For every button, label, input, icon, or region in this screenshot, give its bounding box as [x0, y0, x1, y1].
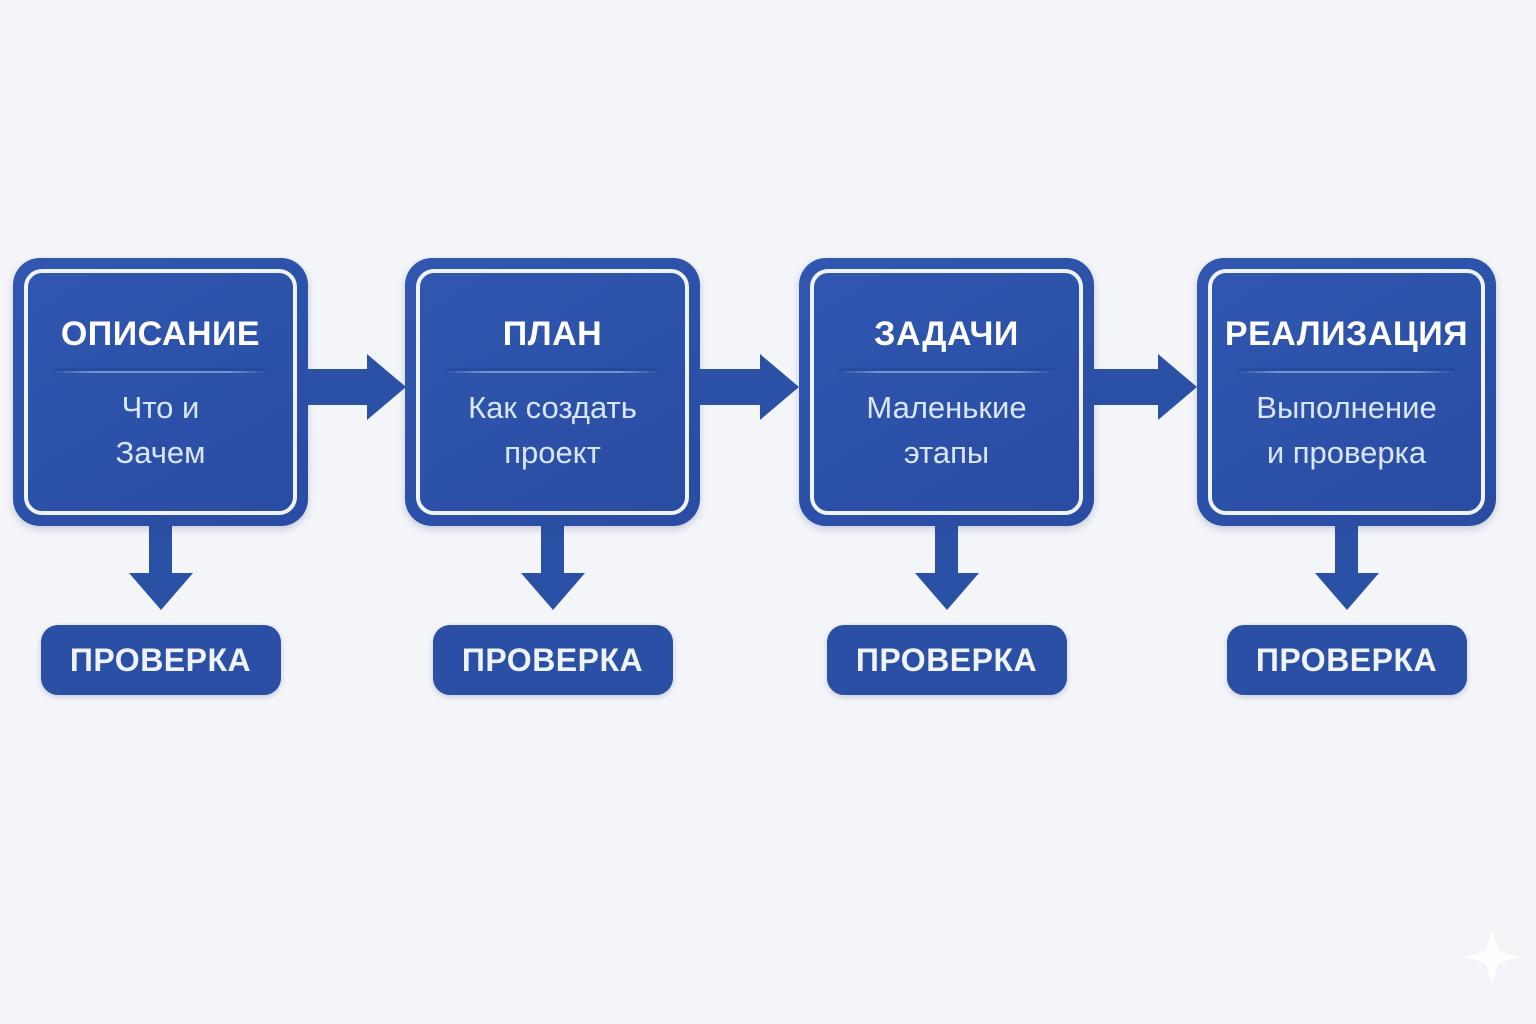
step-4-subtitle-line-2: и проверка — [1266, 435, 1427, 470]
arrow-right-shaft — [1094, 369, 1158, 405]
step-4: РЕАЛИЗАЦИЯ Выполнение и проверка ПРОВЕРК… — [1197, 258, 1496, 695]
arrow-down-head — [914, 573, 979, 610]
step-3-subtitle: Маленькие этапы — [799, 385, 1094, 475]
arrow-right-head — [760, 354, 799, 420]
step-1: ОПИСАНИЕ Что и Зачем ПРОВЕРКА — [13, 258, 308, 695]
step-1-box: ОПИСАНИЕ Что и Зачем — [13, 258, 308, 526]
arrow-right-icon — [700, 354, 799, 420]
step-3-title: ЗАДАЧИ — [874, 315, 1019, 353]
arrow-right-head — [1158, 354, 1197, 420]
title-divider — [54, 371, 267, 373]
step-3-subtitle-line-1: Маленькие — [866, 390, 1027, 425]
arrow-down-shaft — [149, 526, 172, 573]
arrow-down-head — [1314, 573, 1379, 610]
arrow-right-icon — [308, 354, 406, 420]
arrow-down-head — [128, 573, 193, 610]
title-divider — [446, 371, 659, 373]
step-3-box: ЗАДАЧИ Маленькие этапы — [799, 258, 1094, 526]
step-2: ПЛАН Как создать проект ПРОВЕРКА — [405, 258, 700, 695]
step-2-subtitle: Как создать проект — [405, 385, 700, 475]
step-2-subtitle-line-2: проект — [504, 435, 601, 470]
step-1-title: ОПИСАНИЕ — [60, 315, 261, 353]
step-1-subtitle-line-1: Что и — [121, 390, 200, 425]
step-2-check-badge: ПРОВЕРКА — [432, 625, 673, 695]
arrow-down-shaft — [935, 526, 958, 573]
title-divider — [1238, 371, 1455, 373]
arrow-down-icon — [1314, 526, 1379, 610]
arrow-down-icon — [128, 526, 193, 610]
step-4-box: РЕАЛИЗАЦИЯ Выполнение и проверка — [1197, 258, 1496, 526]
step-3-check-label: ПРОВЕРКА — [855, 641, 1038, 678]
arrow-down-icon — [914, 526, 979, 610]
step-1-subtitle: Что и Зачем — [13, 385, 308, 475]
step-2-check-label: ПРОВЕРКА — [461, 641, 644, 678]
arrow-right-shaft — [308, 369, 367, 405]
arrow-right-head — [367, 354, 406, 420]
arrow-down-shaft — [1335, 526, 1358, 573]
step-3-check-badge: ПРОВЕРКА — [826, 625, 1067, 695]
arrow-right-shaft — [700, 369, 760, 405]
step-2-box: ПЛАН Как создать проект — [405, 258, 700, 526]
step-1-subtitle-line-2: Зачем — [115, 435, 206, 470]
title-divider — [840, 371, 1053, 373]
arrow-right-icon — [1094, 354, 1197, 420]
sparkle-icon — [1464, 929, 1520, 985]
step-3: ЗАДАЧИ Маленькие этапы ПРОВЕРКА — [799, 258, 1094, 695]
step-4-check-label: ПРОВЕРКА — [1255, 641, 1438, 678]
step-1-check-badge: ПРОВЕРКА — [40, 625, 281, 695]
step-2-subtitle-line-1: Как создать — [468, 390, 637, 425]
step-4-subtitle-line-1: Выполнение — [1256, 390, 1437, 425]
step-3-subtitle-line-2: этапы — [903, 435, 990, 470]
step-4-subtitle: Выполнение и проверка — [1197, 385, 1496, 475]
arrow-down-icon — [520, 526, 585, 610]
step-2-title: ПЛАН — [502, 315, 603, 353]
arrow-down-shaft — [541, 526, 564, 573]
step-1-check-label: ПРОВЕРКА — [69, 641, 252, 678]
step-4-title: РЕАЛИЗАЦИЯ — [1224, 315, 1469, 353]
arrow-down-head — [520, 573, 585, 610]
step-4-check-badge: ПРОВЕРКА — [1226, 625, 1467, 695]
